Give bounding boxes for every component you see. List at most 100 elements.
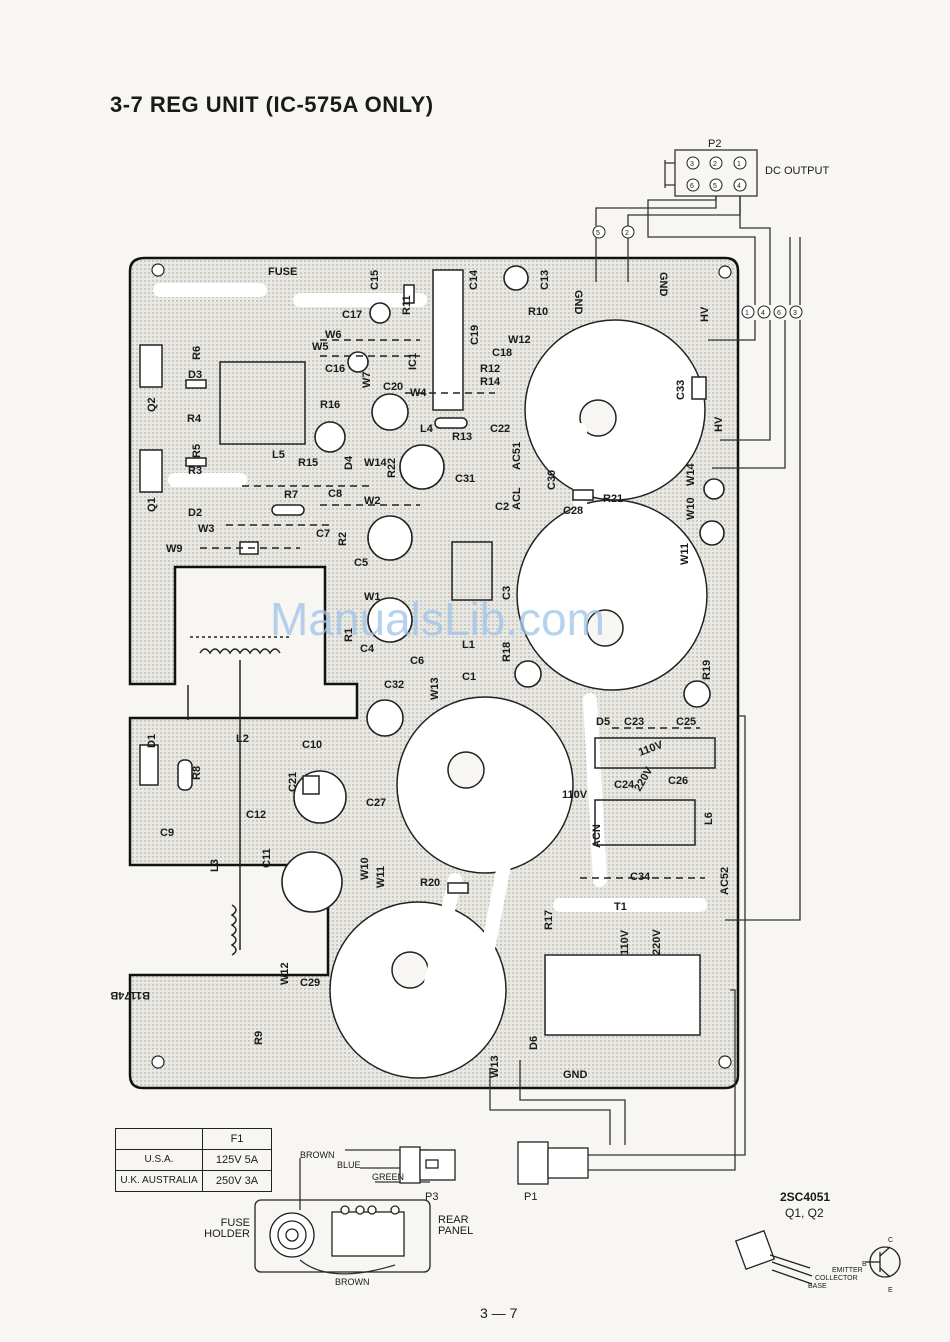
label-110v-c: 110V bbox=[619, 929, 631, 955]
label-w7: W7 bbox=[361, 372, 373, 389]
label-c17: C17 bbox=[342, 309, 362, 321]
label-acl: ACL bbox=[511, 487, 523, 510]
label-w5: W5 bbox=[312, 341, 329, 353]
label-l3: L3 bbox=[209, 859, 221, 872]
label-c3: C3 bbox=[501, 586, 513, 600]
label-w4: W4 bbox=[410, 387, 427, 399]
rear-panel-label: REAR PANEL bbox=[438, 1215, 474, 1237]
label-r9: R9 bbox=[253, 1031, 265, 1045]
label-w12-a: W12 bbox=[508, 334, 531, 346]
label-c1: C1 bbox=[462, 671, 476, 683]
label-c33: C33 bbox=[675, 380, 687, 400]
harness-pin-6: 6 bbox=[777, 310, 781, 317]
p2-pin-3: 3 bbox=[690, 161, 694, 168]
label-w1: W1 bbox=[364, 591, 381, 603]
label-w9: W9 bbox=[166, 543, 183, 555]
label-c6: C6 bbox=[410, 655, 424, 667]
wire-brown-bottom: BROWN bbox=[335, 1277, 370, 1287]
label-w11-a: W11 bbox=[679, 543, 691, 565]
page-title: 3-7 REG UNIT (IC-575A ONLY) bbox=[110, 92, 434, 117]
label-r3: R3 bbox=[188, 465, 202, 477]
fuse-rating-uk: 250V 3A bbox=[202, 1170, 272, 1192]
label-c2: C2 bbox=[495, 501, 509, 513]
harness-pin-5: 5 bbox=[596, 230, 600, 237]
label-w10-b: W10 bbox=[359, 857, 371, 880]
fuse-table: F1 U.S.A. 125V 5A U.K. AUSTRALIA 250V 3A bbox=[115, 1128, 272, 1192]
label-hv-1: HV bbox=[699, 306, 711, 322]
label-r16: R16 bbox=[320, 399, 340, 411]
label-c16: C16 bbox=[325, 363, 345, 375]
label-l6: L6 bbox=[703, 812, 715, 825]
transistor-refs: Q1, Q2 bbox=[785, 1206, 824, 1220]
label-w14-b: W14 bbox=[685, 463, 697, 487]
label-l1: L1 bbox=[462, 639, 475, 651]
label-r14: R14 bbox=[480, 376, 501, 388]
label-c28: C28 bbox=[563, 505, 583, 517]
p2-label: P2 bbox=[708, 138, 721, 150]
label-c27: C27 bbox=[366, 797, 386, 809]
label-c11: C11 bbox=[261, 848, 273, 868]
label-gnd-bottom: GND bbox=[563, 1069, 588, 1081]
collector-label: COLLECTOR bbox=[815, 1275, 858, 1282]
label-r22: R22 bbox=[386, 458, 398, 478]
label-c20: C20 bbox=[383, 381, 403, 393]
label-w10-a: W10 bbox=[685, 497, 697, 520]
watermark: ManualsLib.com bbox=[270, 593, 605, 645]
label-c5: C5 bbox=[354, 557, 368, 569]
label-l5: L5 bbox=[272, 449, 285, 461]
label-r8: R8 bbox=[191, 766, 203, 780]
label-fuse: FUSE bbox=[268, 266, 297, 278]
label-r12: R12 bbox=[480, 363, 500, 375]
label-c9: C9 bbox=[160, 827, 174, 839]
label-hv-2: HV bbox=[713, 416, 725, 432]
wire-blue: BLUE bbox=[337, 1160, 361, 1170]
label-w11-b: W11 bbox=[375, 866, 387, 888]
label-l2: L2 bbox=[236, 733, 249, 745]
label-w2: W2 bbox=[364, 495, 381, 507]
label-w14-a: W14 bbox=[364, 457, 388, 469]
label-r6: R6 bbox=[191, 346, 203, 360]
label-c22: C22 bbox=[490, 423, 510, 435]
label-c8: C8 bbox=[328, 488, 342, 500]
label-r20: R20 bbox=[420, 877, 440, 889]
wire-green: GREEN bbox=[372, 1172, 404, 1182]
p1-label: P1 bbox=[524, 1191, 537, 1203]
label-r18: R18 bbox=[501, 642, 513, 662]
label-c10: C10 bbox=[302, 739, 322, 751]
fuse-holder-label: FUSE HOLDER bbox=[204, 1218, 250, 1240]
label-c29: C29 bbox=[300, 977, 320, 989]
label-d4: D4 bbox=[343, 455, 355, 470]
label-r19: R19 bbox=[701, 660, 713, 680]
label-r2: R2 bbox=[337, 532, 349, 546]
p2-pin-2: 2 bbox=[713, 161, 717, 168]
label-c34: C34 bbox=[630, 871, 651, 883]
label-d2: D2 bbox=[188, 507, 202, 519]
p2-pin-4: 4 bbox=[737, 183, 741, 190]
label-c19: C19 bbox=[469, 325, 481, 345]
label-q1: Q1 bbox=[146, 497, 158, 512]
label-r11: R11 bbox=[401, 295, 413, 315]
label-c15: C15 bbox=[369, 270, 381, 290]
label-d6: D6 bbox=[528, 1036, 540, 1050]
label-r10: R10 bbox=[528, 306, 548, 318]
label-c12: C12 bbox=[246, 809, 266, 821]
harness-pin-1: 1 bbox=[745, 310, 749, 317]
label-r4: R4 bbox=[187, 413, 202, 425]
label-w3: W3 bbox=[198, 523, 215, 535]
fuse-table-header: F1 bbox=[202, 1128, 272, 1150]
copper-pad-large-4 bbox=[329, 901, 507, 1079]
label-t1: T1 bbox=[614, 901, 627, 913]
label-gnd-top-left: GND bbox=[572, 290, 584, 315]
pin-b-label: B bbox=[862, 1261, 867, 1268]
label-c18: C18 bbox=[492, 347, 512, 359]
label-w6: W6 bbox=[325, 329, 342, 341]
label-l4: L4 bbox=[420, 423, 434, 435]
label-220v-b: 220V bbox=[651, 929, 663, 955]
label-r1: R1 bbox=[343, 628, 355, 642]
label-acn: ACN bbox=[591, 824, 603, 848]
label-w12-b: W12 bbox=[279, 962, 291, 985]
label-r17: R17 bbox=[543, 910, 555, 930]
label-w13-b: W13 bbox=[489, 1055, 501, 1078]
label-c7: C7 bbox=[316, 528, 330, 540]
